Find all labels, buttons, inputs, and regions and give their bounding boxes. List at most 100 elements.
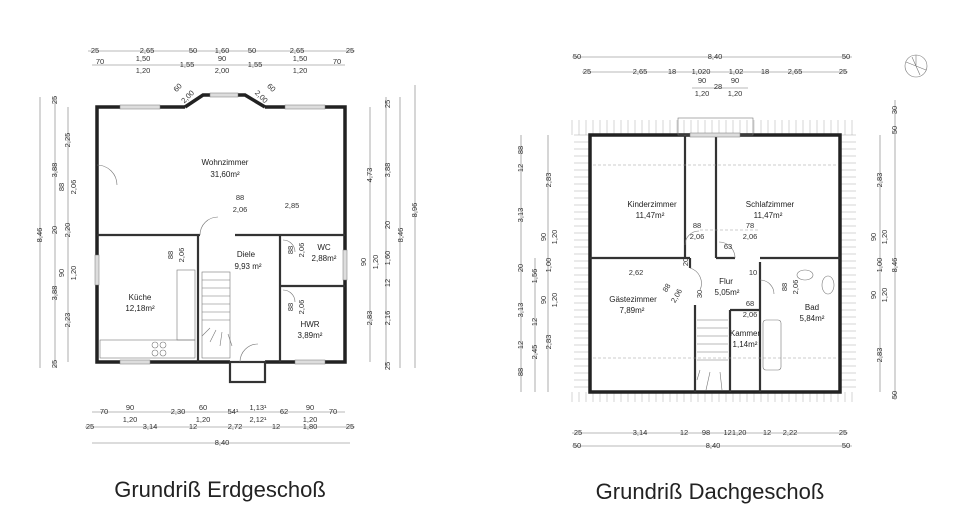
dimension-label: 2,83 — [365, 311, 374, 326]
dimension-label: 2,72 — [228, 422, 243, 431]
dimension-label: 1,20 — [695, 89, 710, 98]
stairs — [696, 319, 728, 391]
dimension-label: 62 — [280, 407, 288, 416]
dimension-label: 1,20 — [196, 415, 211, 424]
room-name: WC — [317, 243, 331, 252]
dimension-label: 50 — [842, 441, 850, 450]
room-area: 7,89m² — [620, 306, 645, 315]
dimension-label: 1,20 — [136, 66, 151, 75]
dimension-label: 121,20 — [724, 428, 747, 437]
dimension-label: 88 — [661, 282, 673, 294]
dimension-label: 2,06 — [233, 205, 248, 214]
dimension-label: 25 — [583, 67, 591, 76]
room-name: Wohnzimmer — [202, 158, 249, 167]
door-swings — [684, 230, 775, 295]
dimension-label: 2,22 — [783, 428, 798, 437]
dimension-lines — [39, 50, 416, 444]
dimension-label: 70 — [96, 57, 104, 66]
dimension-label: 2,06 — [69, 180, 78, 195]
dimension-label: 50 — [248, 46, 256, 55]
dimension-label: 1,20 — [880, 288, 889, 303]
dimension-label: 8,96 — [410, 203, 419, 218]
dimension-label: 4,73 — [365, 168, 374, 183]
kneewall-lines — [593, 164, 837, 359]
dimension-label: 25 — [839, 67, 847, 76]
dimension-label: 1,00 — [875, 258, 884, 273]
dimension-label: 1,02 — [729, 67, 744, 76]
dimension-label: 88 — [516, 146, 525, 154]
dimension-label: 1,50 — [136, 54, 151, 63]
dimension-label: 25 — [346, 422, 354, 431]
dimension-label: 2,06 — [690, 232, 705, 241]
dimension-label: 1,60 — [383, 251, 392, 266]
dimension-label: 78 — [746, 221, 754, 230]
dimension-label: 50 — [189, 46, 197, 55]
dimension-label: 3,13 — [516, 303, 525, 318]
dimension-label: 2,65 — [788, 67, 803, 76]
dimension-label: 90 — [731, 76, 739, 85]
dimension-label: 60 — [199, 403, 207, 412]
dimension-label: 2,06 — [791, 280, 800, 295]
dimension-label: 30 — [695, 290, 704, 298]
dimension-label: 3,14 — [143, 422, 158, 431]
dimension-label: 1,20 — [303, 415, 318, 424]
dimension-label: 60 — [265, 82, 277, 94]
dimension-label: 2,06 — [743, 310, 758, 319]
dimension-label: 25 — [839, 428, 847, 437]
dimension-label: 20 — [50, 226, 59, 234]
room-name: Kammer — [730, 329, 761, 338]
dimension-label: 25 — [346, 46, 354, 55]
dimension-label: 70 — [333, 57, 341, 66]
dimension-label: 1,50 — [293, 54, 308, 63]
dimension-label: 63 — [724, 242, 732, 251]
room-name: Bad — [805, 303, 819, 312]
dimension-label: 50 — [573, 441, 581, 450]
dimension-label: 90 — [539, 296, 548, 304]
dimension-label: 90 — [869, 291, 878, 299]
dimension-label: 1,80 — [303, 422, 318, 431]
dimension-label: 2,85 — [285, 201, 300, 210]
room-area: 1,14m² — [733, 340, 758, 349]
dimension-label: 25 — [383, 100, 392, 108]
dimension-label: 2,12¹ — [249, 415, 267, 424]
dimension-label: 2,62 — [629, 268, 644, 277]
room-area: 12,18m² — [125, 304, 155, 313]
dimension-label: 12 — [530, 318, 539, 326]
kitchen-fixtures — [99, 269, 196, 359]
dimension-label: 12 — [272, 422, 280, 431]
dimension-label: 3,88 — [383, 163, 392, 178]
dimension-label: 20 — [516, 264, 525, 272]
dimension-label: 1,20 — [69, 266, 78, 281]
dimension-label: 2,06 — [177, 248, 186, 263]
dimension-label: 3,13 — [516, 208, 525, 223]
room-area: 31,60m² — [210, 170, 240, 179]
dimension-label: 90 — [126, 403, 134, 412]
dimension-label: 1,55 — [248, 60, 263, 69]
dimension-label: 88 — [57, 183, 66, 191]
dimension-label: 50 — [890, 391, 899, 399]
title-erdgeschoss: Grundriß Erdgeschoß — [114, 477, 326, 502]
dimension-label: 88 — [780, 283, 789, 291]
walls — [588, 133, 842, 394]
dimension-label: 98 — [702, 428, 710, 437]
dimension-label: 2,83 — [875, 348, 884, 363]
dimension-label: 2,06 — [297, 300, 306, 315]
dimension-label: 1,55 — [180, 60, 195, 69]
dimension-label: 8,40 — [708, 52, 723, 61]
dimension-label: 12 — [383, 279, 392, 287]
dimension-label: 2,25 — [63, 133, 72, 148]
dimension-label: 2,83 — [544, 335, 553, 350]
dormer — [677, 117, 754, 138]
room-name: Küche — [129, 293, 152, 302]
room-name: HWR — [300, 320, 319, 329]
dimension-label: 18 — [668, 67, 676, 76]
dimension-label: 1,20 — [123, 415, 138, 424]
dimension-label: 70 — [329, 407, 337, 416]
room-area: 5,05m² — [715, 288, 740, 297]
dimension-label: 68 — [746, 299, 754, 308]
dimension-label: 90 — [698, 76, 706, 85]
room-area: 2,88m² — [312, 254, 337, 263]
room-area: 5,84m² — [800, 314, 825, 323]
dimension-label: 1,13¹ — [249, 403, 267, 412]
dimension-label: 30 — [890, 106, 899, 114]
